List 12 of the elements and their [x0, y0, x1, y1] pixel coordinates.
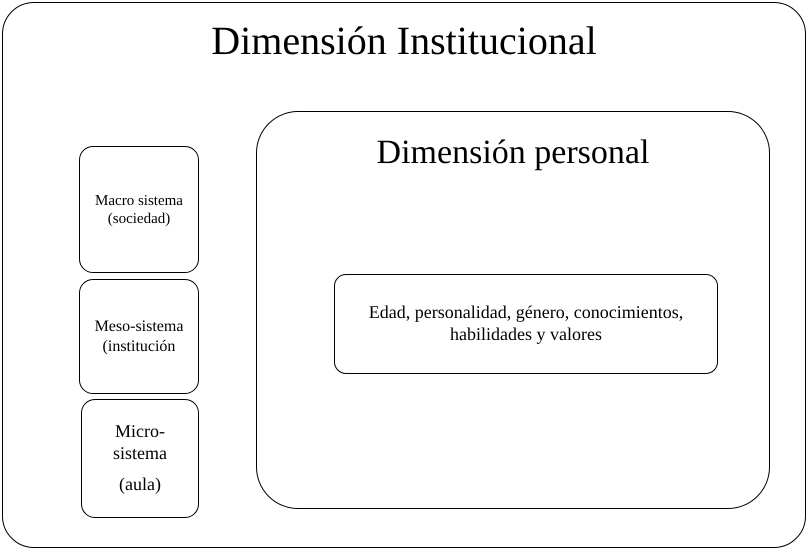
- box-label: Macro sistema (sociedad): [94, 192, 184, 228]
- region-title: Dimensión personal: [376, 134, 650, 172]
- process-box: [79, 146, 199, 273]
- box-label: (aula): [119, 474, 161, 496]
- box-label: Micro- sistema: [112, 421, 168, 464]
- box-label: Meso-sistema (institución: [94, 317, 184, 356]
- process-box: [81, 399, 199, 518]
- process-box: [79, 279, 199, 394]
- region-box: [256, 111, 770, 509]
- process-box: [334, 274, 718, 374]
- region-title: Dimensión Institucional: [210, 17, 598, 64]
- box-label: Edad, personalidad, género, conocimientos, habilidades y valores: [368, 302, 684, 346]
